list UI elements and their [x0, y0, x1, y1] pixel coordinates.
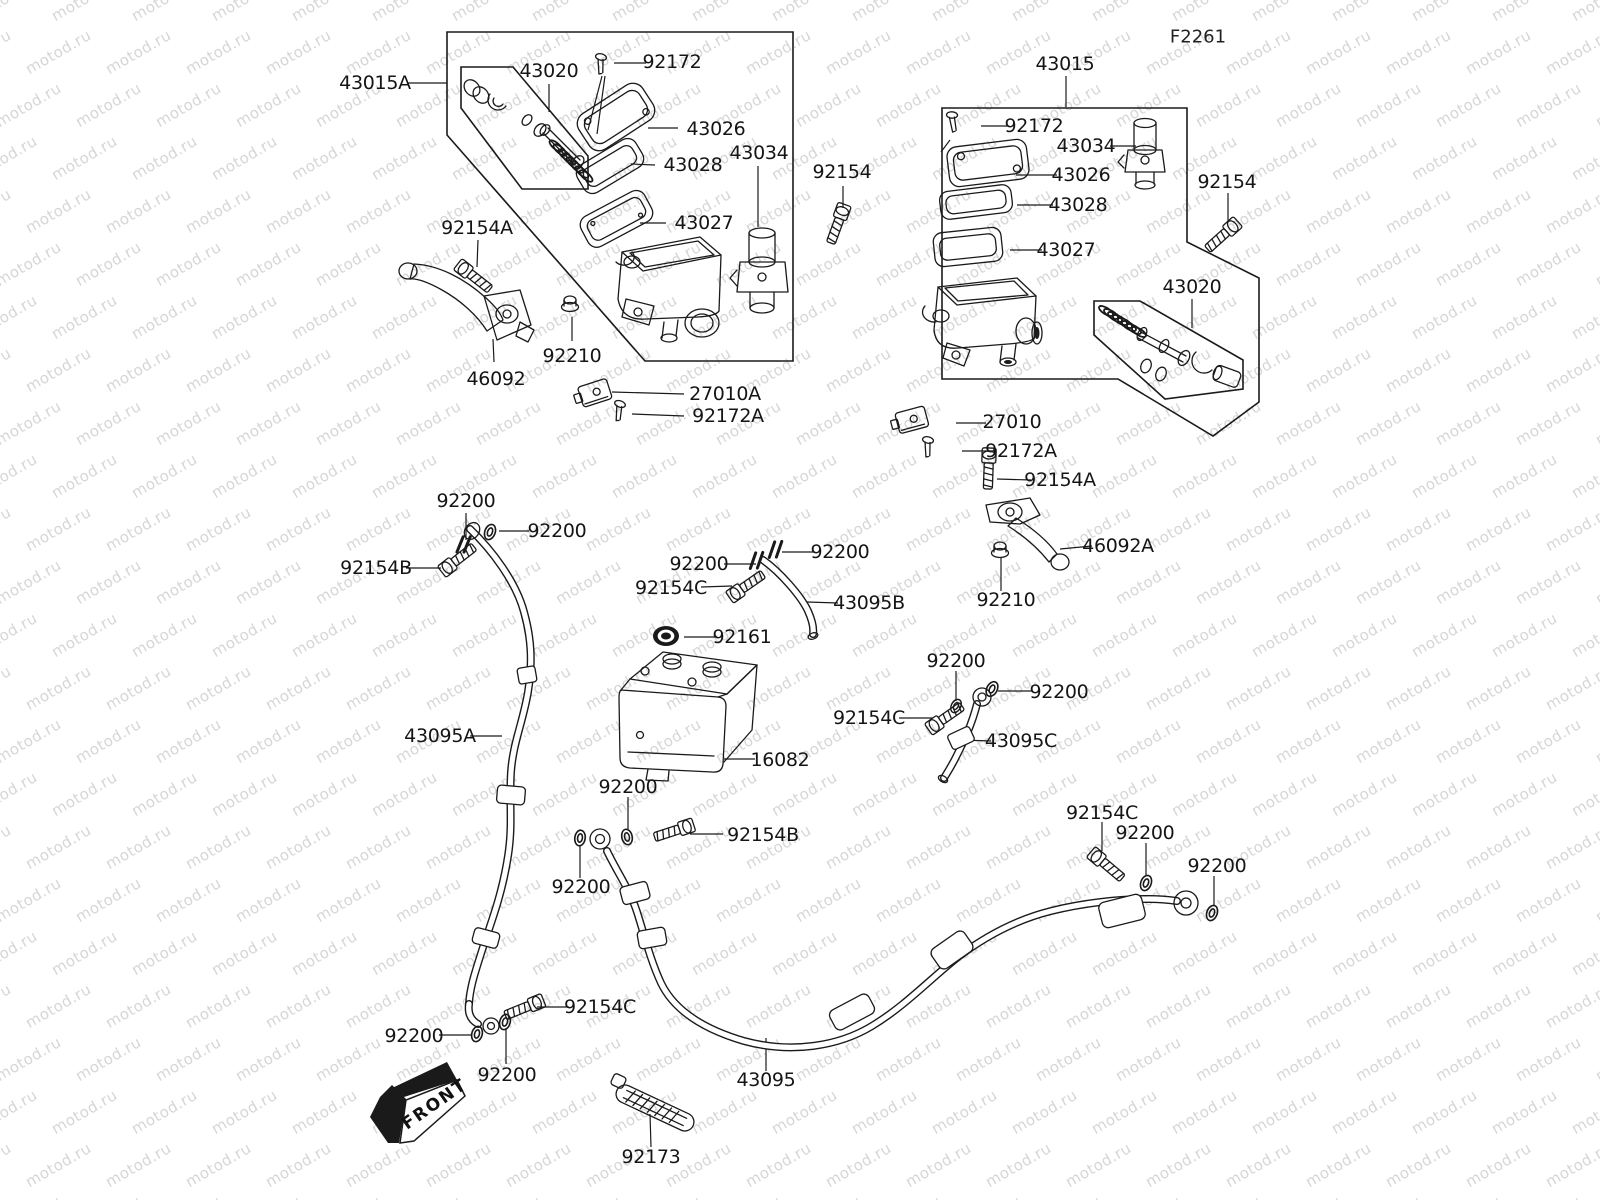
part-label-43095A-29: 43095A: [404, 725, 476, 747]
part-label-92200-45: 92200: [477, 1064, 537, 1086]
part-label-92161-34: 92161: [712, 626, 772, 648]
part-label-43020-1: 43020: [519, 60, 579, 82]
part-label-27010A-10: 27010A: [689, 383, 761, 405]
part-label-92200-42: 92200: [551, 876, 611, 898]
part-label-92154A-23: 92154A: [1024, 469, 1096, 491]
grommet-92161: [653, 626, 679, 646]
part-label-92200-27: 92200: [527, 520, 587, 542]
part-label-43020-20: 43020: [1162, 276, 1222, 298]
hose-clamp-92173: [610, 1073, 695, 1132]
part-label-92172-14: 92172: [1004, 115, 1064, 137]
spring-coil: [1098, 305, 1147, 338]
part-label-92172A-11: 92172A: [692, 405, 764, 427]
part-label-92173-47: 92173: [621, 1146, 681, 1168]
part-label-92210-25: 92210: [976, 589, 1036, 611]
right-diaphragm-43027: [932, 226, 1004, 268]
right-reservoir-cap-43026: [946, 138, 1030, 188]
part-label-43095-46: 43095: [736, 1069, 796, 1091]
leader-lines: [406, 62, 1229, 1148]
part-label-43027-18: 43027: [1036, 239, 1096, 261]
part-label-43027-6: 43027: [674, 212, 734, 234]
right-reservoir-screw-92172: [940, 110, 959, 153]
part-label-92200-40: 92200: [598, 776, 658, 798]
part-label-43034-5: 43034: [729, 142, 789, 164]
left-master-cylinder-body: [615, 236, 722, 343]
part-label-92154C-38: 92154C: [833, 707, 905, 729]
part-label-27010-21: 27010: [982, 411, 1042, 433]
figure-code: F2261: [1169, 26, 1227, 48]
part-label-92200-44: 92200: [384, 1025, 444, 1047]
left-piston-kit-43020: [463, 79, 594, 183]
part-label-92154C-32: 92154C: [635, 577, 707, 599]
part-label-92154-12: 92154: [812, 161, 872, 183]
left-clamp-joint-43034: [729, 227, 789, 314]
part-label-43095C-39: 43095C: [985, 730, 1057, 752]
front-hose-43095A: [463, 521, 538, 1028]
right-clamp-joint-43034: [1117, 117, 1166, 190]
left-brake-lever-46092: [398, 262, 535, 343]
part-label-16082-35: 16082: [750, 749, 810, 771]
part-label-43028-17: 43028: [1048, 194, 1108, 216]
part-label-92200-26: 92200: [436, 490, 496, 512]
right-piston-kit-43020: [1098, 305, 1242, 388]
part-label-43028-4: 43028: [663, 154, 723, 176]
left-reservoir-cap-43026: [576, 82, 656, 152]
part-label-92200-49: 92200: [1115, 822, 1175, 844]
part-label-43026-3: 43026: [686, 118, 746, 140]
part-label-92154B-41: 92154B: [727, 824, 799, 846]
part-label-92210-8: 92210: [542, 345, 602, 367]
right-brake-lever-46092A: [985, 497, 1070, 571]
left-cap-plate-43028: [575, 137, 645, 195]
part-label-92154C-43: 92154C: [564, 996, 636, 1018]
hose-a-lower-fitting: [482, 1017, 500, 1035]
part-label-92154-19: 92154: [1197, 171, 1257, 193]
part-label-92172-2: 92172: [642, 51, 702, 73]
left-diaphragm-43027: [579, 189, 654, 248]
long-hose-43095: [589, 828, 1199, 1052]
right-cap-plate-43028: [938, 184, 1014, 220]
part-label-92200-50: 92200: [1187, 855, 1247, 877]
part-label-92200-37: 92200: [1029, 681, 1089, 703]
right-master-cylinder-body: [921, 277, 1043, 367]
part-label-46092A-24: 46092A: [1082, 535, 1154, 557]
part-label-43026-16: 43026: [1051, 164, 1111, 186]
right-hose-43095C: [937, 687, 992, 784]
abs-unit-16082: [618, 651, 758, 782]
part-label-92154C-48: 92154C: [1066, 802, 1138, 824]
part-label-43095B-33: 43095B: [833, 592, 905, 614]
part-label-92200-31: 92200: [810, 541, 870, 563]
part-label-46092-9: 46092: [466, 368, 526, 390]
part-label-92200-36: 92200: [926, 650, 986, 672]
spring-coil: [548, 139, 594, 183]
part-label-92154A-7: 92154A: [441, 217, 513, 239]
part-label-92200-30: 92200: [669, 553, 729, 575]
part-label-43034-15: 43034: [1056, 135, 1116, 157]
part-label-92154B-28: 92154B: [340, 557, 412, 579]
part-label-43015A-0: 43015A: [339, 72, 411, 94]
left-assembly-box: [446, 31, 794, 362]
mid-hose-43095B: [759, 556, 819, 640]
part-label-92172A-22: 92172A: [985, 440, 1057, 462]
right-assembly-box: [941, 107, 1260, 437]
part-label-43015-13: 43015: [1035, 53, 1095, 75]
